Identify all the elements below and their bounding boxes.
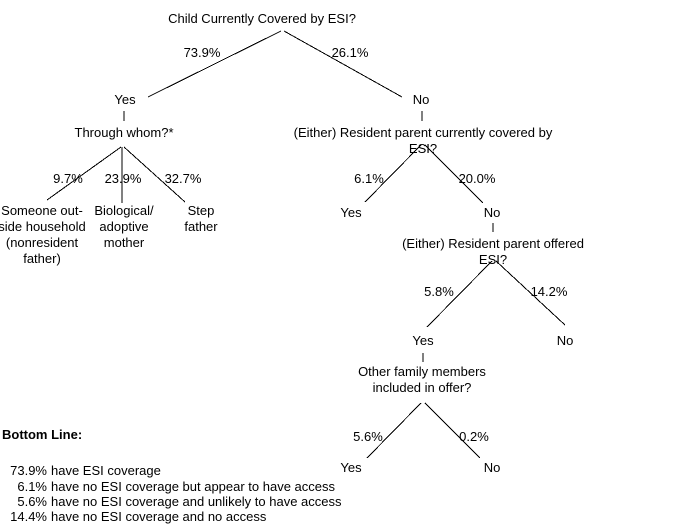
family-members-no-percentage: 0.2% (459, 429, 489, 444)
bottom-line-title: Bottom Line: (2, 427, 83, 442)
resident-offered-yes-percentage: 5.8% (424, 284, 454, 299)
root-yes-node: Yes (114, 92, 136, 107)
resident-covered-no-percentage: 20.0% (458, 171, 496, 186)
through-whom-pct-mother: 23.9% (104, 171, 142, 186)
root-no-node: No (412, 92, 430, 107)
bottom-line-item-no-access: 14.4% have no ESI coverage and no access (0, 509, 266, 525)
bottom-line-item-percentage: 5.6% (17, 494, 47, 509)
resident-covered-no-node: No (483, 205, 501, 220)
through-whom-question: Through whom?* (74, 125, 174, 140)
root-yes-percentage: 73.9% (183, 45, 221, 60)
resident-covered-question: (Either) Resident parent currently cover… (293, 125, 553, 156)
family-members-yes-percentage: 5.6% (353, 429, 383, 444)
bottom-line-item-appear-access: 6.1% have no ESI coverage but appear to h… (0, 479, 335, 495)
root-no-percentage: 26.1% (331, 45, 369, 60)
family-members-no-node: No (483, 460, 501, 475)
resident-covered-yes-percentage: 6.1% (354, 171, 384, 186)
resident-offered-no-node: No (556, 333, 574, 348)
bottom-line-item-unlikely-access: 5.6% have no ESI coverage and unlikely to… (0, 494, 342, 510)
resident-covered-yes-node: Yes (340, 205, 362, 220)
leaf-nonresident-father: Someone out- side household (nonresident… (0, 203, 86, 266)
bottom-line-item-text: have no ESI coverage and unlikely to hav… (51, 494, 342, 509)
bottom-line-item-percentage: 6.1% (17, 479, 47, 494)
family-members-yes-node: Yes (340, 460, 362, 475)
bottom-line-item-text: have no ESI coverage and no access (51, 509, 267, 524)
bottom-line-item-percentage: 73.9% (10, 463, 47, 478)
root-question: Child Currently Covered by ESI? (168, 11, 356, 26)
bottom-line-item-esi-coverage: 73.9% have ESI coverage (0, 463, 161, 479)
family-members-question: Other family members included in offer? (358, 364, 486, 395)
bottom-line-item-percentage: 14.4% (10, 509, 47, 524)
leaf-adoptive-mother: Biological/ adoptive mother (94, 203, 154, 250)
resident-offered-yes-node: Yes (412, 333, 434, 348)
bottom-line-item-text: have no ESI coverage but appear to have … (51, 479, 336, 494)
through-whom-pct-nonresident: 9.7% (53, 171, 83, 186)
resident-offered-question: (Either) Resident parent offered ESI? (402, 236, 584, 267)
resident-offered-no-percentage: 14.2% (530, 284, 568, 299)
bottom-line-item-text: have ESI coverage (51, 463, 161, 478)
through-whom-pct-stepfather: 32.7% (164, 171, 202, 186)
leaf-step-father: Step father (184, 203, 218, 234)
